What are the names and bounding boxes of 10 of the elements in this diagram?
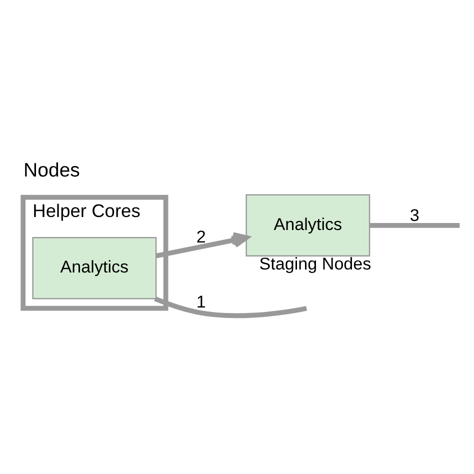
node-box: Analytics — [246, 194, 370, 257]
diagram-title: Nodes — [24, 159, 80, 182]
edge-label: 3 — [410, 206, 420, 225]
edge-label: 2 — [196, 228, 206, 247]
arrow — [156, 232, 249, 258]
connector — [154, 296, 307, 318]
node-label: Staging Nodes — [259, 254, 372, 274]
node-box: Analytics — [32, 237, 157, 300]
edge-label: 1 — [196, 292, 206, 312]
connector — [370, 222, 460, 228]
